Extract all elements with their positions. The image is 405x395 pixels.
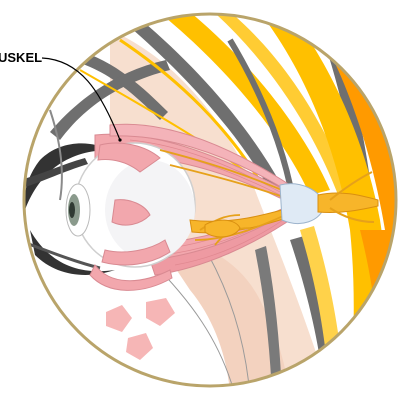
orange-band-2 bbox=[360, 230, 405, 395]
pupil bbox=[69, 202, 75, 218]
leader-line-end-dot bbox=[118, 138, 121, 141]
muscle-label: USKEL bbox=[0, 50, 42, 65]
